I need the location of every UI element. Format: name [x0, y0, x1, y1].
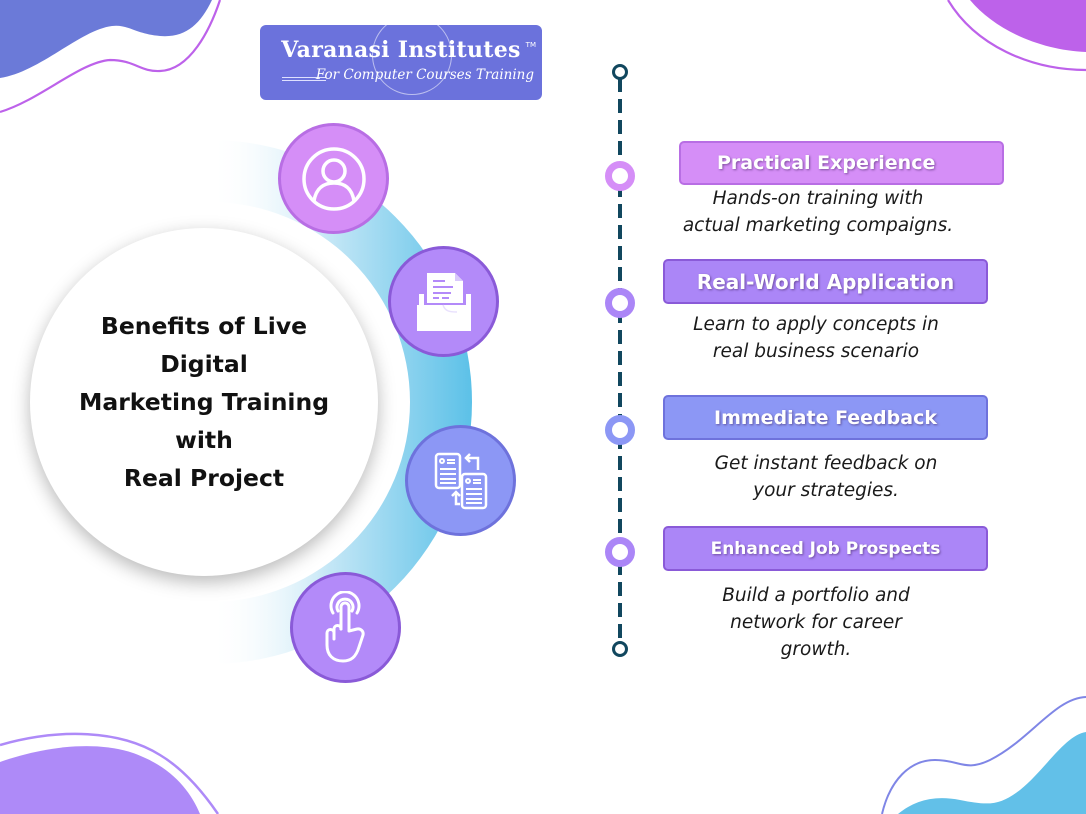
timeline-dot-1	[605, 161, 635, 191]
logo-ring-decoration	[372, 25, 452, 95]
logo-trademark: TM	[525, 41, 536, 49]
timeline-line	[618, 78, 622, 644]
timeline-dot-4	[605, 537, 635, 567]
timeline-start-node	[612, 64, 628, 80]
benefit-header-immediate-feedback: Immediate Feedback	[663, 395, 988, 440]
user-profile-icon	[301, 146, 366, 211]
benefit-title: Immediate Feedback	[714, 406, 937, 429]
benefit-title: Practical Experience	[717, 152, 936, 174]
institute-logo: Varanasi Institutes TM For Computer Cour…	[260, 25, 542, 100]
benefit-title: Enhanced Job Prospects	[710, 538, 941, 559]
timeline-dot-3	[605, 415, 635, 445]
document-exchange-icon	[434, 452, 487, 509]
benefit-description: Hands-on training with actual marketing …	[682, 188, 954, 236]
logo-title: Varanasi Institutes	[281, 37, 521, 63]
logo-subtitle: For Computer Courses Training	[315, 67, 534, 83]
touch-hand-badge	[290, 572, 401, 683]
timeline-dot-2	[605, 288, 635, 318]
top-left-wave	[0, 0, 212, 78]
document-exchange-badge	[405, 425, 516, 536]
benefit-description: Learn to apply concepts in real business…	[693, 314, 939, 362]
document-folder-badge	[388, 246, 499, 357]
benefit-description: Get instant feedback on your strategies.	[714, 453, 938, 501]
bottom-right-wave	[898, 732, 1086, 814]
benefit-header-enhanced-job-prospects: Enhanced Job Prospects	[663, 526, 988, 571]
benefit-header-practical-experience: Practical Experience	[679, 141, 1004, 185]
logo-lines	[282, 77, 326, 78]
document-folder-icon	[416, 272, 471, 331]
center-title-circle: Benefits of Live Digital Marketing Train…	[30, 228, 378, 576]
benefit-header-real-world-application: Real-World Application	[663, 259, 988, 304]
touch-hand-icon	[325, 590, 365, 662]
timeline-end-node	[612, 641, 628, 657]
main-title: Benefits of Live Digital Marketing Train…	[78, 312, 330, 492]
bottom-left-blob	[0, 746, 200, 814]
top-right-blob	[970, 0, 1086, 52]
user-profile-badge	[278, 123, 389, 234]
benefit-description: Build a portfolio and network for career…	[722, 585, 910, 660]
benefit-title: Real-World Application	[696, 269, 955, 294]
